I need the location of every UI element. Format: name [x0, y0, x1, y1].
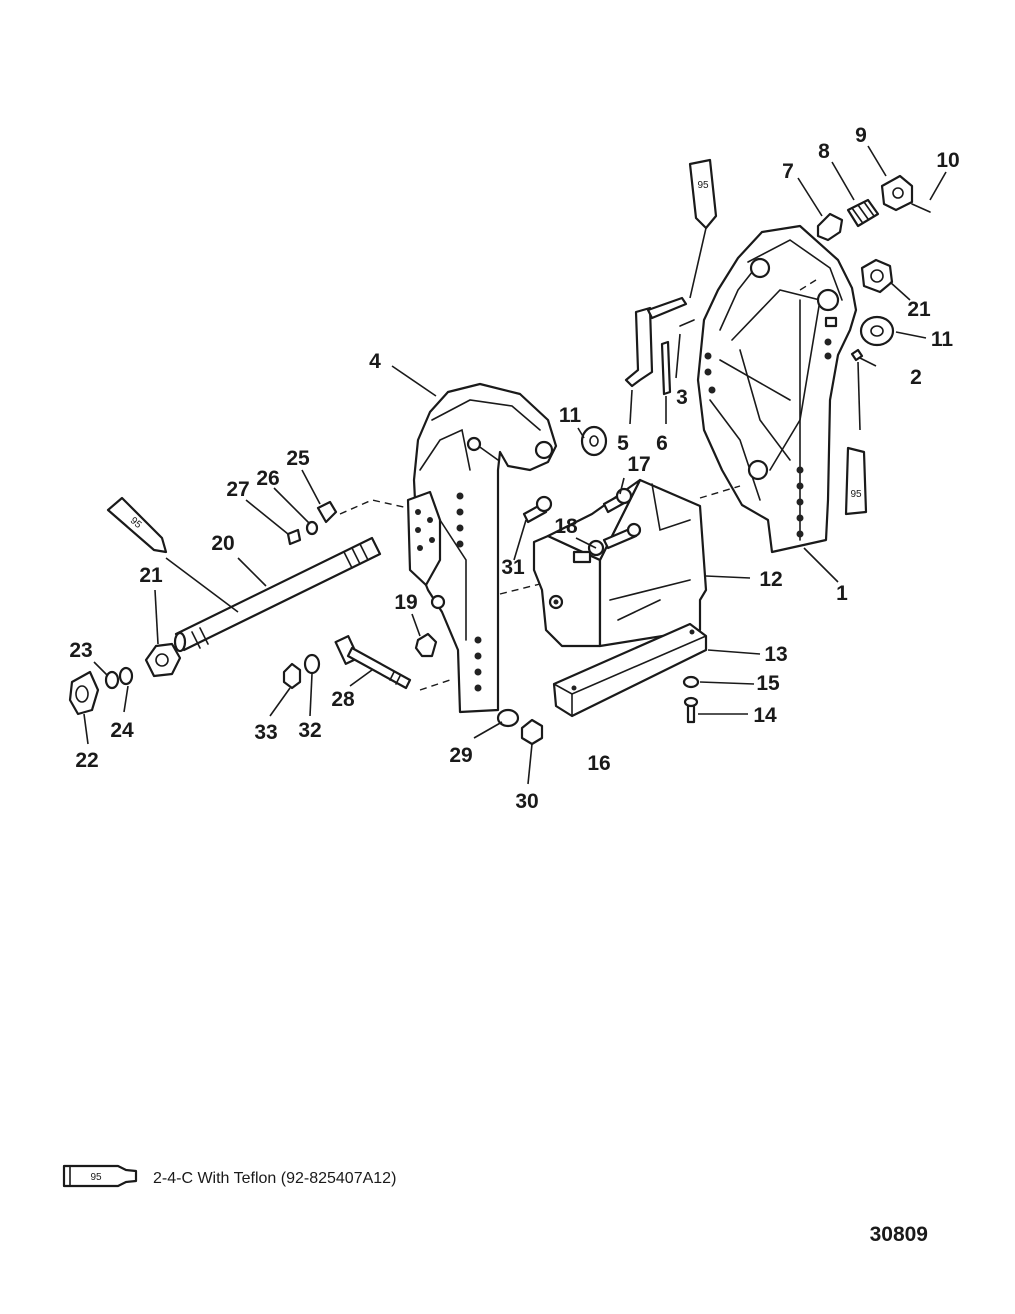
callout-25: 25 — [286, 447, 310, 470]
callout-23: 23 — [69, 639, 92, 662]
callout-22: 22 — [75, 749, 98, 772]
part-1-clamp-bracket — [696, 224, 858, 554]
callout-30: 30 — [515, 790, 538, 813]
svg-text:95: 95 — [850, 489, 862, 500]
callout-6: 6 — [656, 432, 668, 455]
callout-13: 13 — [764, 643, 787, 666]
part-16-spacer-plate — [552, 622, 708, 718]
svg-text:95: 95 — [90, 1172, 102, 1183]
grease-tube-left: 95 — [106, 496, 168, 554]
grease-tube-top: 95 — [688, 158, 718, 230]
callout-18: 18 — [554, 515, 578, 538]
legend: 95 2-4-C With Teflon (92-825407A12) — [62, 1164, 396, 1188]
callout-11-left: 11 — [559, 404, 582, 427]
hardware — [68, 174, 931, 746]
callout-9: 9 — [855, 124, 867, 147]
callout-24: 24 — [110, 719, 134, 742]
callout-29: 29 — [449, 744, 472, 767]
callout-16: 16 — [587, 752, 610, 775]
callout-12: 12 — [759, 568, 782, 591]
callout-2: 2 — [910, 366, 922, 389]
legend-text: 2-4-C With Teflon (92-825407A12) — [153, 1170, 396, 1187]
callout-20: 20 — [211, 532, 234, 555]
callout-28: 28 — [331, 688, 355, 711]
part-28-bolt — [334, 635, 412, 690]
callout-32: 32 — [298, 719, 321, 742]
callout-7: 7 — [782, 160, 794, 183]
legend-grease-tube-icon: 95 — [62, 1164, 138, 1188]
callout-17: 17 — [627, 453, 650, 476]
callout-15: 15 — [756, 672, 780, 695]
part-4-clamp-bracket — [406, 382, 558, 714]
callout-14: 14 — [753, 704, 777, 727]
grease-tube-right: 95 — [844, 446, 868, 516]
callout-11-right: 11 — [931, 328, 954, 351]
assembly-lines — [339, 279, 817, 691]
callout-31: 31 — [501, 556, 525, 579]
callout-8: 8 — [818, 140, 830, 163]
callout-5: 5 — [617, 432, 629, 455]
callout-labels: 1 2 3 4 5 6 7 8 9 10 11 11 12 13 14 15 1… — [69, 124, 959, 813]
callout-21-right: 21 — [907, 298, 931, 321]
callout-19: 19 — [394, 591, 417, 614]
callout-1: 1 — [836, 582, 848, 605]
callout-26: 26 — [256, 467, 279, 490]
drawing-number: 30809 — [870, 1223, 928, 1246]
callout-33: 33 — [254, 721, 277, 744]
leader-lines — [83, 145, 947, 785]
part-31-bolt — [522, 495, 553, 524]
callout-3: 3 — [676, 386, 688, 409]
svg-text:95: 95 — [697, 180, 709, 191]
callout-27: 27 — [226, 478, 249, 501]
callout-4: 4 — [369, 350, 381, 373]
callout-21-left: 21 — [139, 564, 163, 587]
callout-10: 10 — [936, 149, 959, 172]
part-20-tilt-tube — [173, 536, 382, 653]
part-18-bolt — [602, 522, 642, 550]
